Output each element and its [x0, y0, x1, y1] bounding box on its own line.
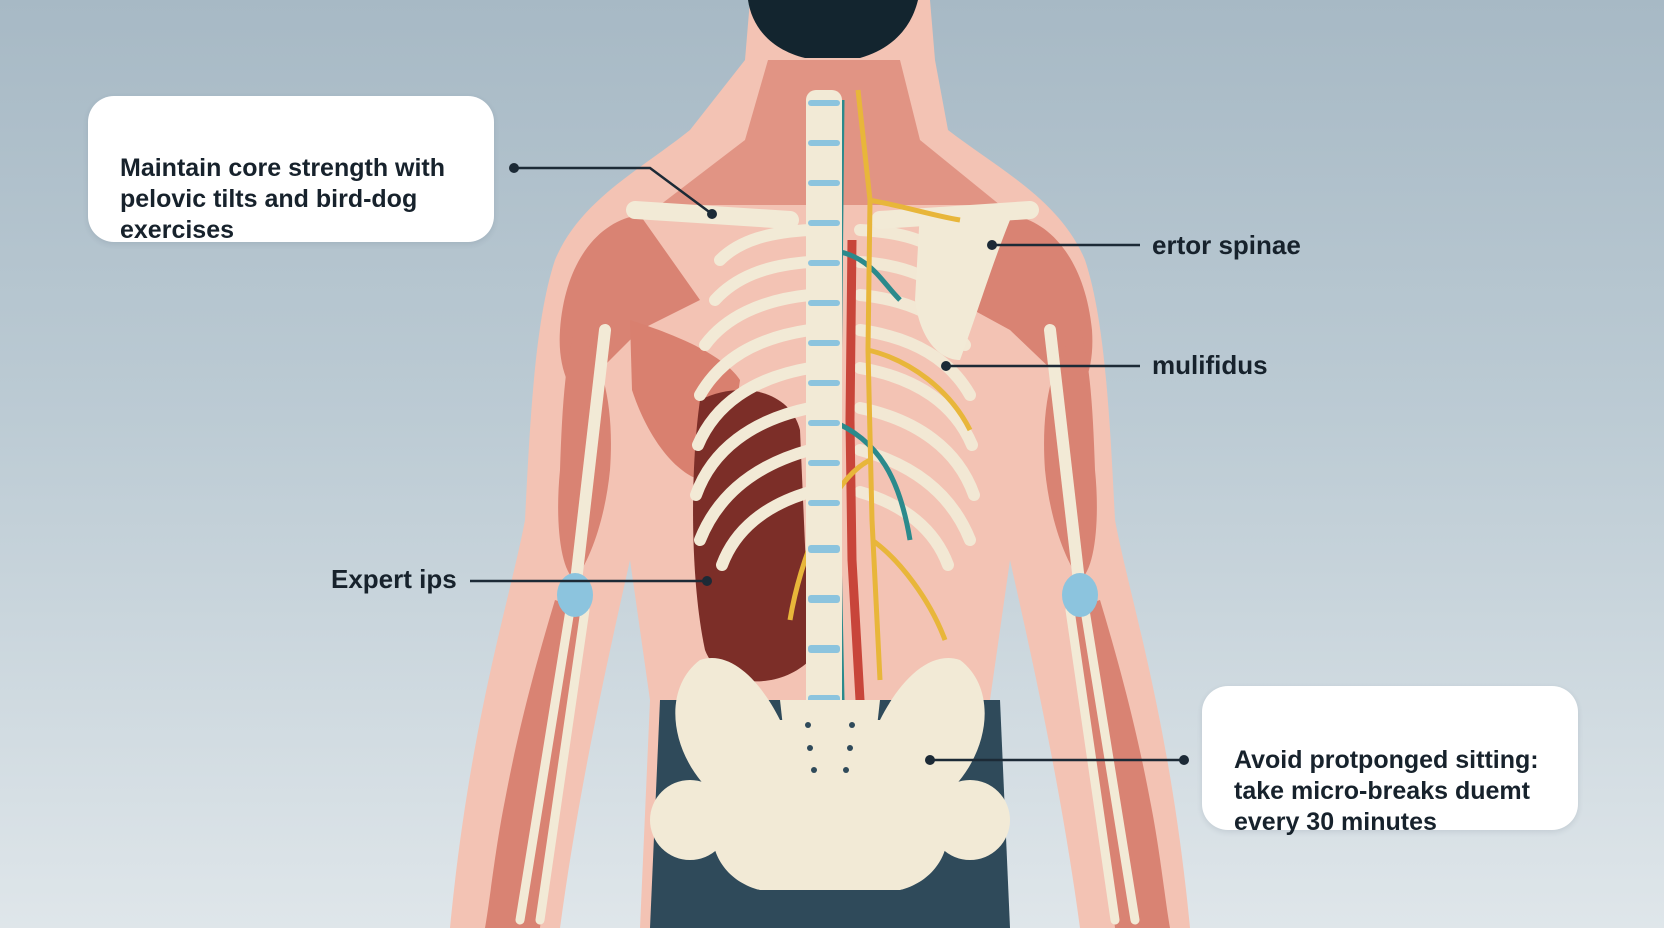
callout-core-strength: Maintain core strength with pelovic tilt…: [88, 96, 494, 244]
nerve-yellow: [787, 89, 973, 681]
left-deltoid: [559, 215, 700, 395]
sacrum-holes: [805, 722, 855, 773]
left-ribs: [690, 224, 816, 571]
leader-dot-icon: [987, 240, 997, 250]
leader-dots: [509, 163, 1189, 765]
leader-dot-icon: [941, 361, 951, 371]
leader-dot-icon: [707, 209, 717, 219]
right-humerus: [1044, 324, 1086, 596]
label-erector-spinae: ertor spinae: [1152, 230, 1301, 260]
label-multifidus: mulifidus: [1152, 350, 1268, 380]
left-hip-joint: [650, 780, 730, 860]
callout-core-strength-text: Maintain core strength with pelovic tilt…: [120, 154, 446, 244]
right-ribs: [854, 224, 980, 571]
leader-dot-icon: [509, 163, 519, 173]
leader-dot-icon: [1179, 755, 1189, 765]
leader-dot-icon: [925, 755, 935, 765]
left-humerus: [569, 324, 611, 596]
right-hip-joint: [930, 780, 1010, 860]
callout-avoid-sitting-text: Avoid protponged sitting: take micro-bre…: [1234, 746, 1539, 836]
left-radius-ulna: [515, 605, 590, 925]
left-elbow-cartilage: [557, 573, 593, 617]
leader-lines: [470, 166, 1184, 762]
head-hair: [748, 0, 918, 58]
right-elbow-cartilage: [1062, 573, 1098, 617]
leader-line-core: [514, 166, 713, 216]
right-radius-ulna: [1065, 605, 1140, 925]
callout-avoid-sitting: Avoid protponged sitting: take micro-bre…: [1202, 686, 1578, 836]
label-expert-tips: Expert ips: [331, 564, 457, 594]
sacrum: [780, 700, 880, 830]
spine: [806, 90, 842, 770]
leader-dot-icon: [702, 576, 712, 586]
